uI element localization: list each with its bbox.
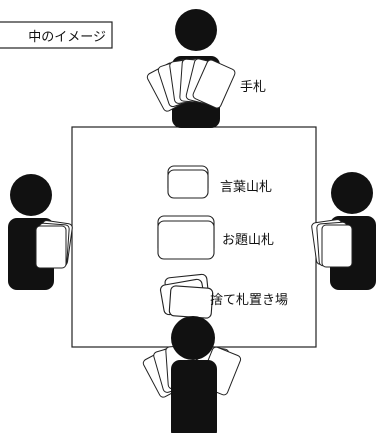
player-top-head [175, 9, 217, 51]
topic-deck [157, 215, 215, 260]
word-deck-label: 言葉山札 [220, 180, 272, 195]
player-right-head [331, 172, 373, 214]
caption-box: 中のイメージ [0, 21, 113, 49]
player-left-hand-cards [35, 220, 73, 269]
topic-deck-label: お題山札 [222, 233, 274, 248]
word-deck [167, 165, 209, 199]
player-left [8, 174, 73, 290]
player-right-hand-cards [311, 219, 353, 268]
player-top-hand-cards [146, 58, 236, 112]
player-bottom-head [171, 316, 215, 360]
player-left-head [10, 174, 52, 216]
player-bottom [142, 316, 242, 433]
player-top: 手札 [146, 9, 266, 128]
discard-pile [159, 273, 214, 319]
discard-label: 捨て札置き場 [210, 292, 288, 308]
player-right [311, 172, 376, 290]
hand-label: 手札 [240, 80, 266, 95]
player-bottom-body [171, 360, 217, 433]
caption-text: 中のイメージ [28, 30, 106, 45]
